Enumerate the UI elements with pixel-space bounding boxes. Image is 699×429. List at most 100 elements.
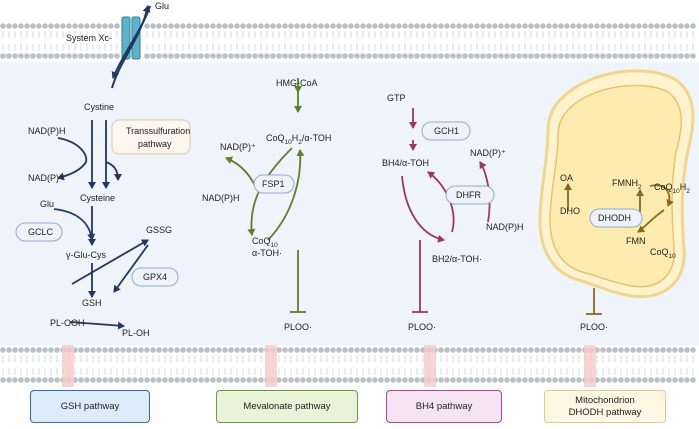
lipid-head: [174, 347, 180, 353]
lipid-head: [456, 377, 462, 383]
lipid-head: [618, 347, 624, 353]
coqh2-label: CoQ10H2: [654, 182, 690, 195]
gpx4-label: GPX4: [143, 272, 167, 282]
lipid-head: [654, 23, 660, 29]
lipid-head: [360, 23, 366, 29]
lipid-head: [132, 377, 138, 383]
lipid-head: [222, 377, 228, 383]
lipid-head: [144, 23, 150, 29]
lipid-head: [672, 347, 678, 353]
lipid-head: [492, 53, 498, 59]
lipid-head: [222, 53, 228, 59]
lipid-head: [564, 377, 570, 383]
lipid-head: [156, 23, 162, 29]
lipid-head: [114, 347, 120, 353]
lipid-head: [672, 53, 678, 59]
lipid-head: [60, 23, 66, 29]
lipid-head: [384, 377, 390, 383]
lipid-head: [402, 377, 408, 383]
lipid-head: [18, 377, 24, 383]
lipid-head: [390, 53, 396, 59]
lipid-head: [204, 23, 210, 29]
lipid-head: [30, 23, 36, 29]
lipid-head: [666, 347, 672, 353]
gamma-glu-cys-label: γ-Glu-Cys: [66, 250, 106, 260]
lipid-head: [570, 377, 576, 383]
lipid-head: [288, 377, 294, 383]
lipid-head: [372, 377, 378, 383]
lipid-head: [78, 377, 84, 383]
lipid-head: [132, 347, 138, 353]
lipid-head: [120, 377, 126, 383]
lipid-head: [60, 53, 66, 59]
lipid-head: [306, 377, 312, 383]
coq-reduced-label: CoQ10H2/α-TOH: [266, 133, 331, 146]
lipid-head: [162, 377, 168, 383]
lipid-head: [648, 377, 654, 383]
lipid-head: [84, 347, 90, 353]
lipid-head: [504, 347, 510, 353]
lipid-head: [426, 53, 432, 59]
lipid-head: [510, 347, 516, 353]
lipid-head: [510, 23, 516, 29]
lipid-head: [636, 377, 642, 383]
lipid-head: [330, 53, 336, 59]
lipid-head: [342, 377, 348, 383]
lipid-head: [162, 53, 168, 59]
lipid-head: [558, 53, 564, 59]
mevalonate-pathway-box-label: Mevalonate pathway: [243, 400, 331, 412]
lipid-head: [102, 23, 108, 29]
gsh-pathway-box-label: GSH pathway: [60, 400, 120, 412]
lipid-head: [486, 347, 492, 353]
lipid-head: [606, 347, 612, 353]
lipid-head: [450, 347, 456, 353]
lipid-head: [180, 347, 186, 353]
lipid-head: [552, 23, 558, 29]
lipid-head: [366, 23, 372, 29]
lipid-head: [90, 347, 96, 353]
lipid-head: [630, 53, 636, 59]
lipid-head: [252, 347, 258, 353]
lipid-head: [306, 23, 312, 29]
bh2-label: BH2/α-TOH·: [432, 254, 482, 264]
fsp1-enzyme: [253, 174, 295, 194]
lipid-head: [462, 347, 468, 353]
lipid-head: [0, 23, 6, 29]
lipid-head: [300, 23, 306, 29]
lipid-head: [606, 53, 612, 59]
lipid-head: [180, 377, 186, 383]
lipid-head: [630, 23, 636, 29]
lipid-head: [360, 53, 366, 59]
lipid-head: [84, 377, 90, 383]
lipid-head: [582, 53, 588, 59]
lipid-head: [174, 23, 180, 29]
lipid-head: [192, 23, 198, 29]
lipid-head: [480, 23, 486, 29]
lipid-head: [30, 53, 36, 59]
lipid-head: [348, 53, 354, 59]
bh4-nadp-label: NAD(P)⁺: [470, 148, 506, 158]
lipid-head: [66, 23, 72, 29]
lipid-head: [540, 377, 546, 383]
lipid-head: [420, 23, 426, 29]
lipid-head: [486, 53, 492, 59]
lipid-head: [276, 53, 282, 59]
gssg-label: GSSG: [146, 225, 172, 235]
lipid-head: [0, 53, 6, 59]
lipid-head: [174, 377, 180, 383]
lipid-head: [576, 53, 582, 59]
lipid-head: [606, 377, 612, 383]
lipid-head: [498, 53, 504, 59]
mito-ploo-label: PLOO·: [580, 322, 608, 332]
lipid-head: [210, 347, 216, 353]
lipid-head: [186, 347, 192, 353]
lipid-head: [378, 23, 384, 29]
bh4-nadph-label: NAD(P)H: [486, 222, 524, 232]
dhfr-label: DHFR: [456, 190, 481, 200]
lipid-head: [240, 377, 246, 383]
lipid-head: [432, 53, 438, 59]
lipid-head: [354, 377, 360, 383]
gpx4-enzyme: [131, 267, 179, 287]
lipid-head: [426, 23, 432, 29]
lipid-head: [516, 53, 522, 59]
